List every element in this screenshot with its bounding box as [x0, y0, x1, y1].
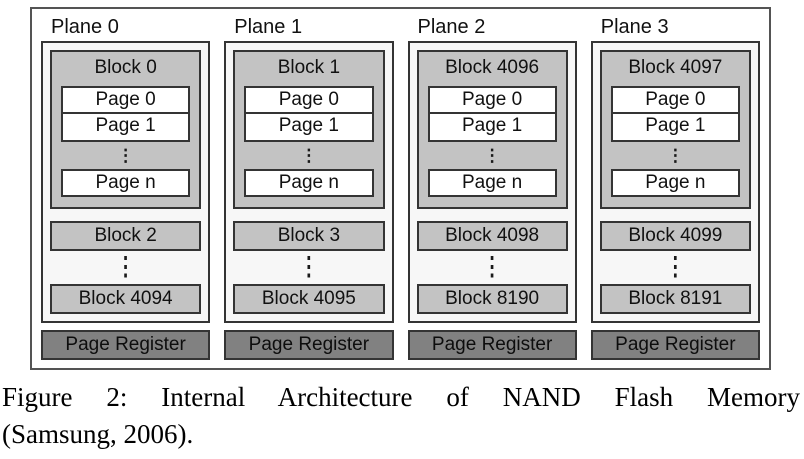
blocks-ellipsis: ⋮	[299, 253, 319, 282]
spacer	[417, 209, 568, 221]
pages-ellipsis: ⋮	[483, 146, 501, 165]
page-box: Page 1	[610, 114, 740, 142]
blocks-ellipsis: ⋮	[482, 253, 502, 282]
block-detail: Block 1 Page 0 Page 1 ⋮ Page n	[233, 50, 385, 209]
plane-label: Plane 2	[417, 16, 486, 38]
caption-line-2: (Samsung, 2006).	[2, 419, 194, 449]
plane-label: Plane 1	[234, 16, 303, 38]
block-detail: Block 4097 Page 0 Page 1 ⋮ Page n	[599, 50, 751, 209]
pages-ellipsis: ⋮	[117, 146, 135, 165]
nand-architecture-diagram: Plane 0 Block 0 Page 0 Page 1 ⋮ Page n B…	[30, 7, 771, 370]
page-box: Page 1	[244, 114, 374, 142]
spacer	[233, 209, 384, 221]
block-title: Block 1	[277, 57, 341, 78]
page-box: Page 1	[61, 114, 191, 142]
block-title: Block 0	[94, 57, 157, 78]
plane-box: Block 4096 Page 0 Page 1 ⋮ Page n Block …	[407, 41, 577, 323]
page-box: Page 0	[610, 86, 740, 114]
spacer	[600, 209, 751, 221]
plane-column-0: Plane 0 Block 0 Page 0 Page 1 ⋮ Page n B…	[41, 14, 211, 360]
plane-box: Block 0 Page 0 Page 1 ⋮ Page n Block 2 ⋮…	[41, 41, 211, 323]
page-box: Page n	[61, 169, 191, 197]
page-register: Page Register	[224, 330, 394, 360]
plane-column-3: Plane 3 Block 4097 Page 0 Page 1 ⋮ Page …	[590, 14, 760, 360]
page-box: Page n	[244, 169, 374, 197]
page-box: Page n	[427, 169, 557, 197]
blocks-ellipsis: ⋮	[116, 253, 136, 282]
block-detail: Block 0 Page 0 Page 1 ⋮ Page n	[50, 50, 202, 209]
plane-label: Plane 0	[51, 16, 119, 38]
plane-column-1: Plane 1 Block 1 Page 0 Page 1 ⋮ Page n B…	[224, 14, 394, 360]
page-box: Page 0	[244, 86, 374, 114]
page-box: Page 0	[427, 86, 557, 114]
figure-caption: Figure 2: Internal Architecture of NAND …	[2, 379, 800, 453]
block-box: Block 4098	[416, 221, 568, 251]
block-box: Block 8190	[416, 284, 568, 314]
block-box: Block 2	[50, 221, 202, 251]
block-box: Block 4094	[50, 284, 202, 314]
caption-line-1: Figure 2: Internal Architecture of NAND …	[2, 382, 800, 412]
block-box: Block 4099	[599, 221, 751, 251]
block-box: Block 3	[233, 221, 385, 251]
block-detail: Block 4096 Page 0 Page 1 ⋮ Page n	[416, 50, 568, 209]
plane-box: Block 4097 Page 0 Page 1 ⋮ Page n Block …	[590, 41, 760, 323]
plane-label: Plane 3	[600, 16, 669, 38]
pages-ellipsis: ⋮	[666, 146, 684, 165]
block-title: Block 4096	[445, 57, 540, 78]
planes-row: Plane 0 Block 0 Page 0 Page 1 ⋮ Page n B…	[41, 14, 760, 360]
page-register: Page Register	[407, 330, 577, 360]
page-box: Page 1	[427, 114, 557, 142]
page-register: Page Register	[41, 330, 211, 360]
block-box: Block 8191	[599, 284, 751, 314]
block-title: Block 4097	[628, 57, 723, 78]
plane-box: Block 1 Page 0 Page 1 ⋮ Page n Block 3 ⋮…	[224, 41, 394, 323]
plane-column-2: Plane 2 Block 4096 Page 0 Page 1 ⋮ Page …	[407, 14, 577, 360]
page-register: Page Register	[590, 330, 760, 360]
pages-ellipsis: ⋮	[300, 146, 318, 165]
block-box: Block 4095	[233, 284, 385, 314]
page-box: Page n	[610, 169, 740, 197]
spacer	[50, 209, 201, 221]
blocks-ellipsis: ⋮	[665, 253, 685, 282]
page-box: Page 0	[61, 86, 191, 114]
